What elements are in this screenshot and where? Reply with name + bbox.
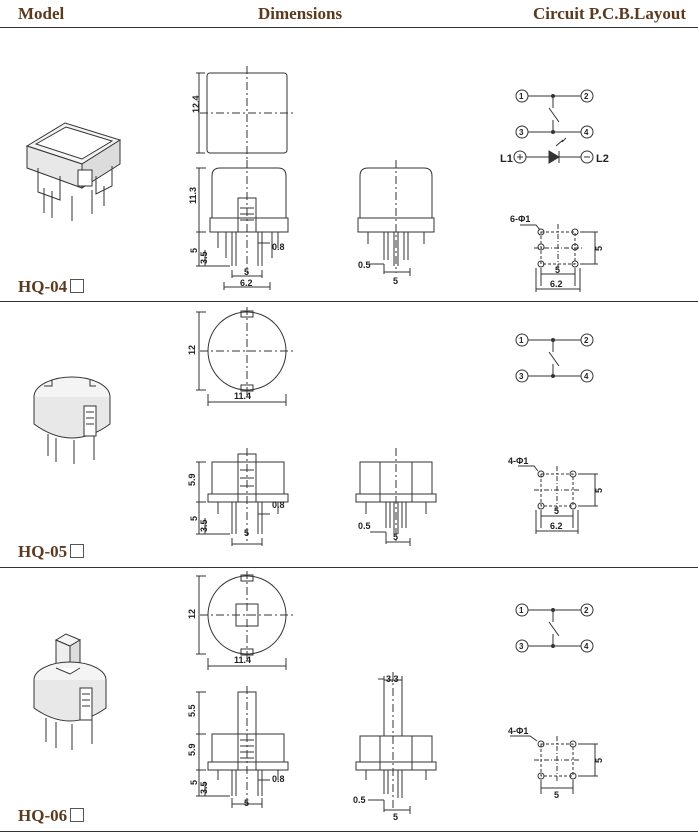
hq06-top-view: [196, 571, 294, 670]
row-divider: [0, 567, 698, 568]
dim-w5: 5: [244, 528, 249, 538]
pin-4: 4: [584, 372, 589, 381]
dim-w5: 5: [244, 798, 249, 808]
model-hq04: HQ-04: [18, 277, 85, 297]
table-header: Model Dimensions Circuit P.C.B.Layout: [0, 0, 698, 26]
hq04-3d-view: [25, 122, 122, 221]
dim-top-w: 11.4: [234, 391, 251, 401]
pcb-h1: 5: [554, 506, 559, 516]
dim-top: 12: [187, 345, 197, 355]
pcb-h1: 5: [555, 265, 560, 275]
dim-cap-h: 5.5: [187, 704, 197, 717]
pin-3: 3: [519, 128, 524, 137]
row-hq04-drawings: 12.4 11.3 5 3.5 0.8 5 6.2 0.5 5 1 2 3 4 …: [25, 66, 609, 292]
row-hq06-drawings: 12 11.4 5.5 5.9 5 3.5 0.8 5 0.5 5 3.3 1 …: [33, 571, 604, 822]
led-l2: L2: [596, 153, 609, 165]
hq05-circuit: [515, 333, 594, 383]
dim-lead: 5: [189, 780, 199, 785]
pin-4: 4: [584, 128, 589, 137]
hq05-front-view: [196, 448, 289, 546]
pin-3: 3: [519, 642, 524, 651]
dim-height: 5.9: [187, 743, 197, 756]
pin-1: 1: [519, 92, 524, 101]
pin-2: 2: [584, 92, 589, 101]
dim-lead: 5: [189, 248, 199, 253]
hq05-side-view: [355, 448, 437, 546]
dim-side-w: 5: [393, 812, 398, 822]
model-header: Model: [18, 4, 65, 23]
dim-w62: 6.2: [240, 278, 253, 288]
dim-side-w: 5: [393, 532, 398, 542]
hq06-pcb-layout: [510, 735, 598, 794]
pin-4: 4: [584, 642, 589, 651]
row-divider: [0, 301, 698, 302]
hq04-pcb-layout: [520, 224, 598, 292]
pcb-hole: 4-Φ1: [508, 726, 528, 736]
dim-pitch: 0.8: [272, 242, 285, 252]
hq05-pcb-layout: [518, 465, 598, 534]
hq05-3d-view: [33, 376, 111, 464]
dim-height: 5.9: [187, 473, 197, 486]
pin-1: 1: [519, 606, 524, 615]
hq04-circuit: [513, 89, 594, 164]
pcb-hole: 4-Φ1: [508, 456, 528, 466]
pcb-hole: 6-Φ1: [510, 214, 530, 224]
dim-lead: 5: [189, 516, 199, 521]
pcb-h2: 6.2: [550, 279, 563, 289]
led-l1: L1: [500, 153, 513, 165]
dim-height: 11.3: [188, 187, 198, 204]
circuit-header: Circuit P.C.B.Layout: [533, 4, 687, 23]
pcb-v: 5: [594, 488, 604, 493]
pin-3: 3: [519, 372, 524, 381]
pcb-v: 5: [594, 758, 604, 763]
dim-pitch: 0.8: [272, 774, 285, 784]
pcb-v: 5: [594, 246, 604, 251]
dim-w5: 5: [244, 267, 249, 277]
dim-top-w: 11.4: [234, 655, 251, 665]
dim-side: 0.5: [358, 521, 371, 531]
dim-side-w: 5: [393, 276, 398, 286]
dim-cap-w: 3.3: [386, 674, 399, 684]
dim-top: 12: [187, 609, 197, 619]
hq05-top-view: [196, 307, 294, 406]
option-box: [70, 279, 85, 293]
row-divider: [0, 831, 698, 832]
hq06-3d-view: [33, 633, 107, 750]
option-box: [70, 808, 85, 822]
hq06-circuit: [515, 603, 594, 653]
hq04-side-view: [357, 160, 435, 276]
dimensions-header: Dimensions: [258, 4, 343, 23]
hq06-side-view: [355, 672, 437, 814]
dim-pin: 3.5: [199, 519, 209, 532]
hq04-front-view: [196, 160, 289, 290]
dim-side: 0.5: [353, 795, 366, 805]
dim-pin: 3.5: [199, 781, 209, 794]
header-rule: [0, 27, 698, 28]
dim-side: 0.5: [358, 260, 371, 270]
dim-pitch: 0.8: [272, 500, 285, 510]
pcb-h1: 5: [554, 790, 559, 800]
option-box: [70, 544, 85, 558]
model-hq05: HQ-05: [18, 542, 85, 562]
pin-2: 2: [584, 336, 589, 345]
dim-pin: 3.5: [199, 251, 209, 264]
model-hq06: HQ-06: [18, 806, 85, 826]
dim-top: 12.4: [191, 95, 201, 113]
hq06-front-view: [196, 686, 289, 808]
row-hq05-drawings: 12 11.4 5.9 5 3.5 0.8 5 0.5 5 1 2 3 4 4-…: [33, 307, 604, 546]
pin-1: 1: [519, 336, 524, 345]
hq04-top-view: [196, 66, 294, 160]
pin-2: 2: [584, 606, 589, 615]
pcb-h2: 6.2: [550, 521, 563, 531]
